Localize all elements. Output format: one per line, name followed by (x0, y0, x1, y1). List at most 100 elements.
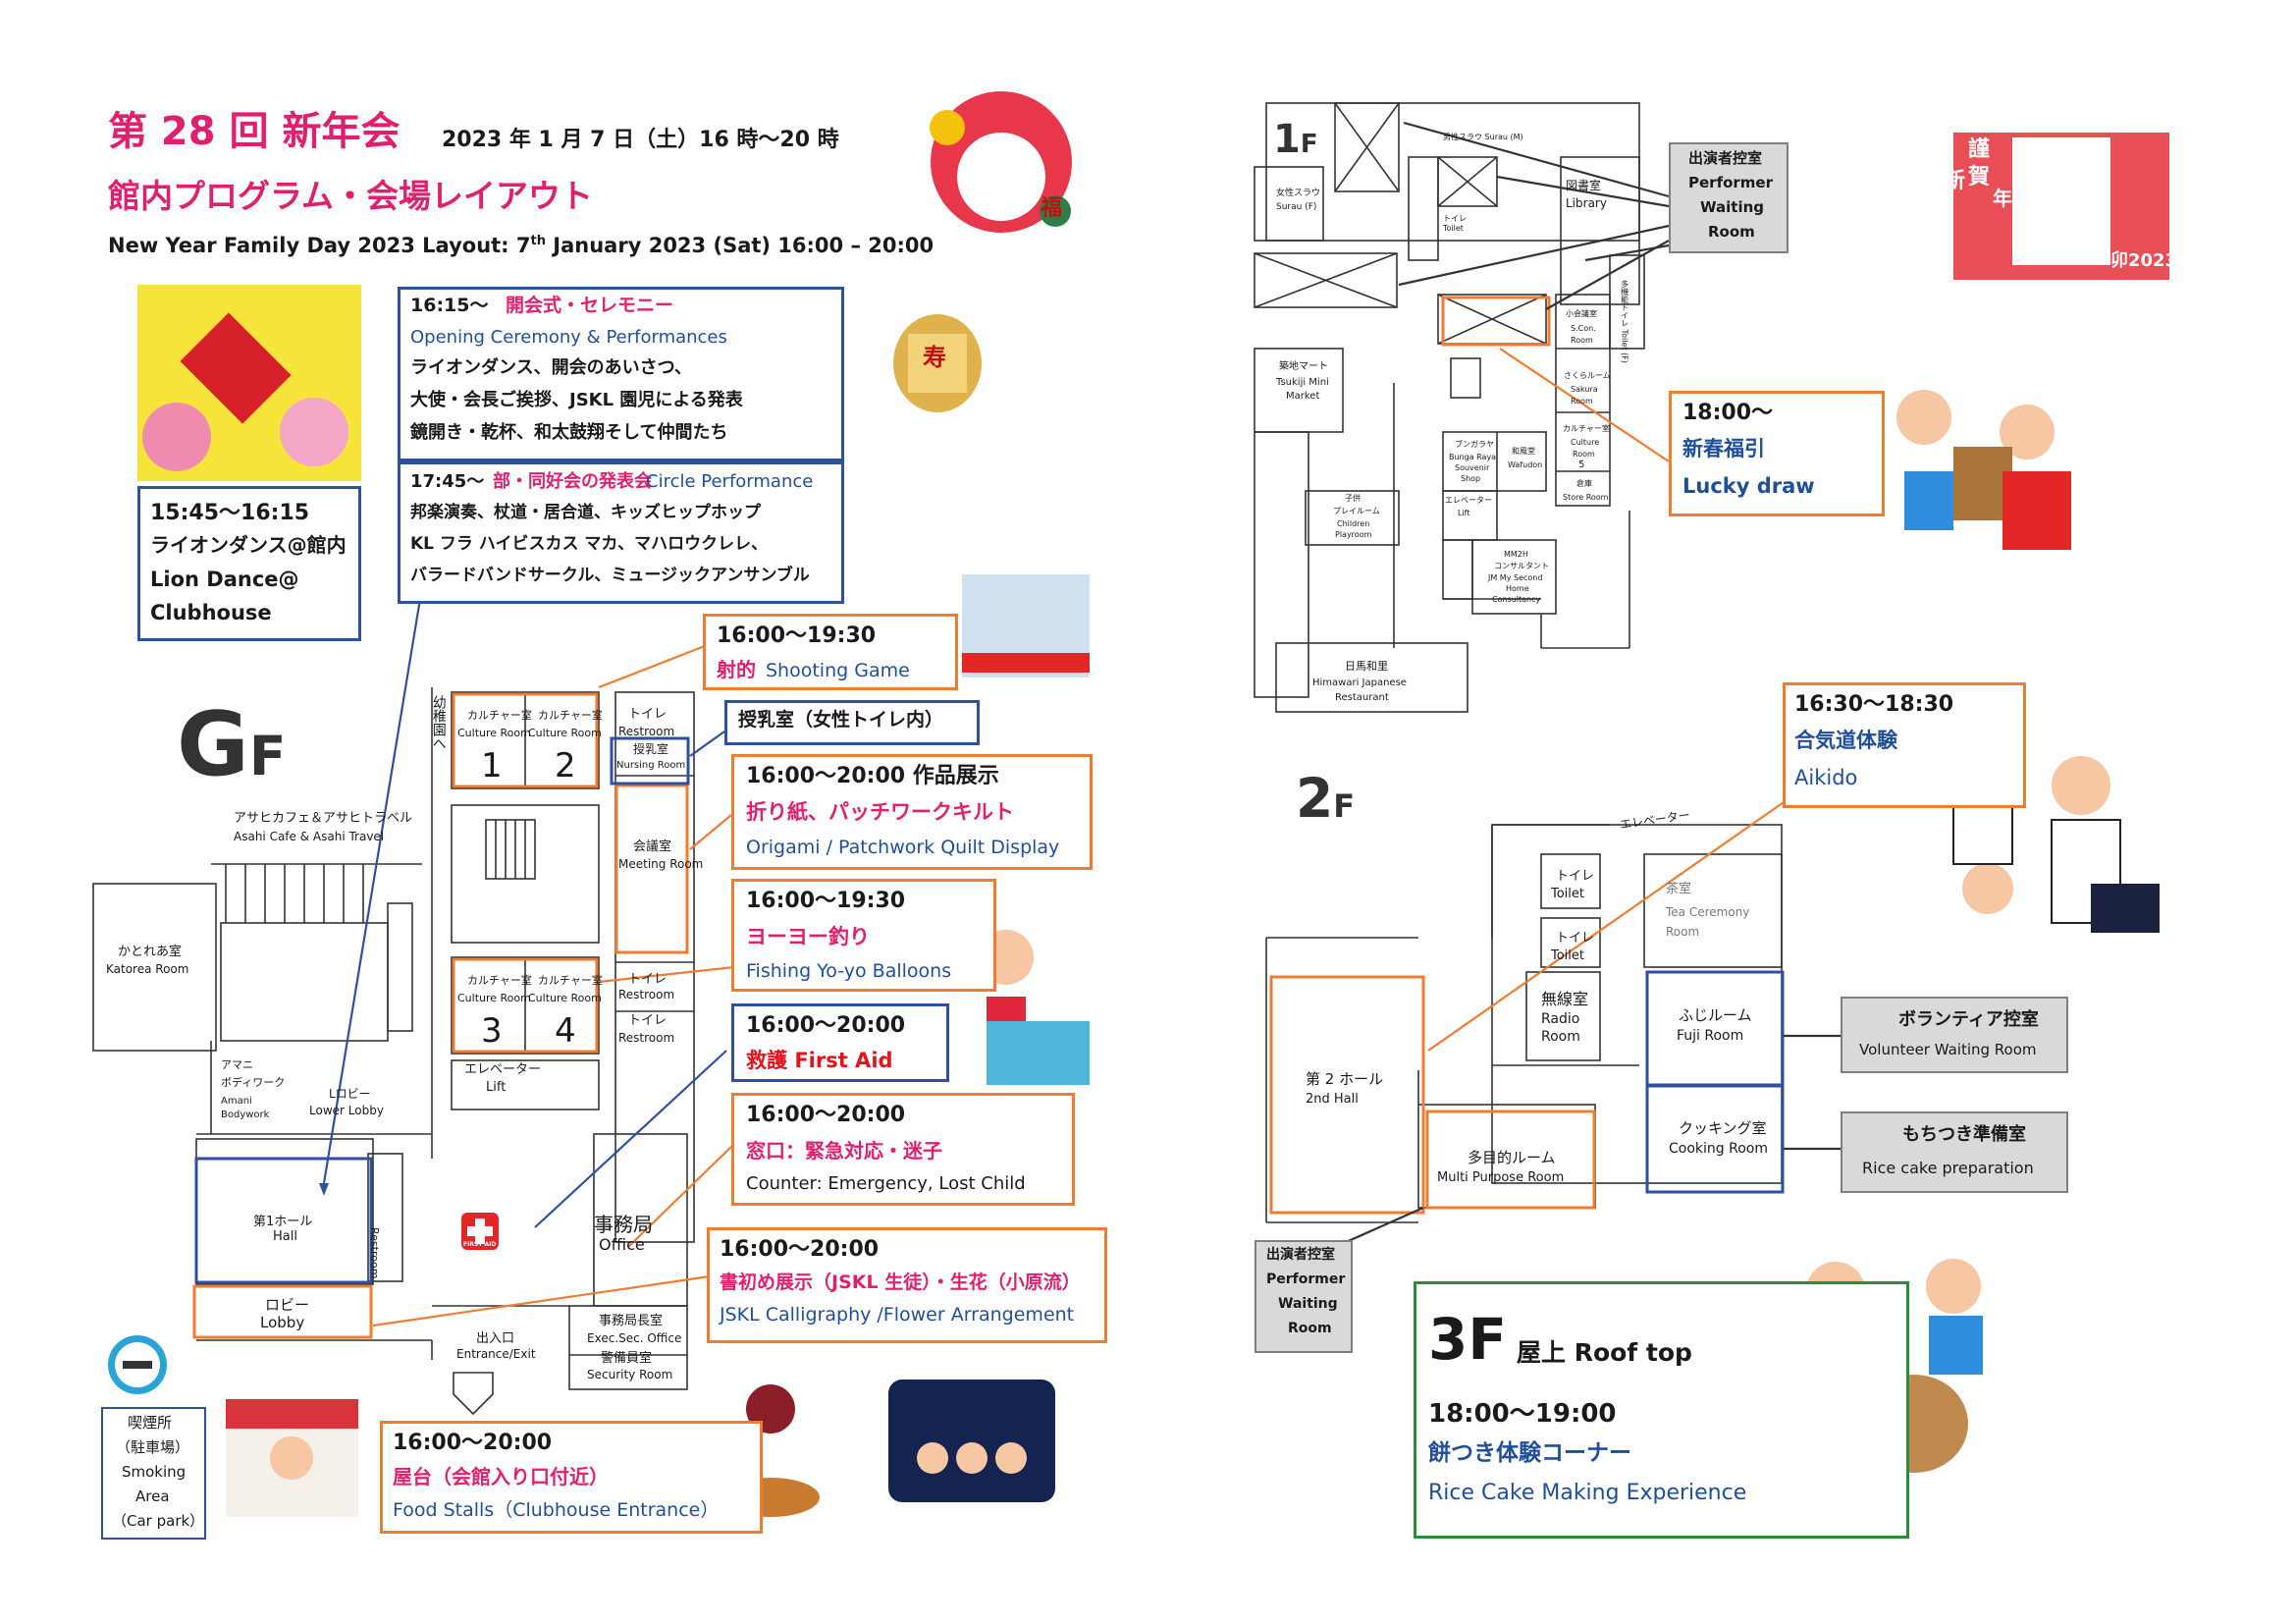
gf-amani-a: アマニ (221, 1058, 253, 1071)
shooting-jp: 射的 (717, 658, 756, 681)
f1-toilet-v: 多機能トイレ Toilet (F) (1620, 280, 1629, 363)
display-time: 16:00～20:00 作品展示 (746, 764, 999, 788)
ceremony-title: 開会式・セレモニー (506, 295, 674, 316)
nursing-box (724, 700, 980, 745)
gf-asahi-a: アサヒカフェ＆アサヒトラベル (234, 811, 413, 826)
performer1-l1: 出演者控室 (1688, 149, 1763, 167)
f2-toilet2-b: Toilet (1551, 948, 1585, 963)
kinga-3: 新 (1944, 169, 1966, 193)
gf-c3a: カルチャー室 (467, 974, 532, 987)
calligraphy-jp: 書初め展示（JSKL 生徒）・生花（小原流） (720, 1272, 1081, 1293)
roof-en: Rice Cake Making Experience (1428, 1481, 1747, 1505)
yoyo-en: Fishing Yo-yo Balloons (746, 960, 952, 982)
gf-label: GF (177, 693, 287, 796)
ceremony-en: Opening Ceremony & Performances (410, 327, 727, 348)
f1-tsukiji-a: 築地マート (1279, 361, 1328, 372)
volunteer-en: Volunteer Waiting Room (1859, 1041, 2037, 1058)
gf-restroom-v: Restroom (368, 1227, 382, 1279)
counter-time: 16:00～20:00 (746, 1103, 906, 1127)
shooting-en: Shooting Game (766, 660, 910, 681)
gf-office-b: Office (599, 1235, 645, 1254)
aikido-en: Aikido (1794, 766, 1858, 789)
lucky-time: 18:00～ (1682, 401, 1774, 425)
performer2-l4: Room (1288, 1321, 1332, 1336)
f1-hima-a: 日馬和里 (1345, 660, 1388, 673)
f1-store-b: Store Room (1563, 493, 1609, 502)
smoking-l1: 喫煙所 (128, 1414, 173, 1432)
lion-en1: Lion Dance@ (150, 568, 299, 591)
gf-hall-b: Hall (273, 1229, 297, 1244)
f2-tea-a: 茶室 (1666, 882, 1692, 896)
event-title: 第 28 回 新年会 (108, 109, 400, 154)
f1-play-a: 子供 (1345, 494, 1361, 503)
aikido-box (1783, 682, 2026, 808)
gf-exec-b: Exec.Sec. Office (587, 1331, 682, 1345)
gf-entrance-a: 出入口 (476, 1331, 515, 1346)
circle-en: Circle Performance (646, 471, 814, 492)
first-aid-icon: FIRST AID (463, 1241, 497, 1248)
roof-time: 18:00～19:00 (1428, 1399, 1617, 1429)
smoking-l4: Area (135, 1488, 170, 1505)
lion-dance-box (137, 486, 361, 641)
gf-c3b: Culture Room (457, 992, 531, 1004)
f1-mm2h-d: Home (1506, 584, 1529, 593)
f1-mm2h-e: Consultancy (1492, 595, 1541, 604)
volunteer-jp: ボランティア控室 (1898, 1009, 2039, 1030)
lucky-box (1669, 391, 1885, 516)
f1-scon-b: S.Con. (1571, 324, 1596, 333)
gf-lift-a: エレベーター (464, 1062, 542, 1077)
f1-scon-a: 小会議室 (1566, 309, 1597, 318)
gf-lobby-b: Lobby (260, 1314, 305, 1331)
english-title: New Year Family Day 2023 Layout: 7th Jan… (108, 234, 934, 257)
food-time: 16:00～20:00 (393, 1431, 553, 1455)
display-box (731, 754, 1093, 870)
food-en: Food Stalls（Clubhouse Entrance） (393, 1499, 720, 1521)
performer1-l2: Performer (1688, 174, 1773, 191)
gf-lobby-a: ロビー (265, 1296, 310, 1314)
gf-c2a: カルチャー室 (538, 709, 603, 722)
ceremony-box (398, 287, 844, 461)
gf-toilet2b: Restroom (618, 988, 675, 1001)
f1-sakura-a: さくらルーム (1564, 371, 1611, 380)
shooting-time: 16:00～19:30 (717, 623, 877, 648)
gf-c2b: Culture Room (528, 727, 602, 739)
display-en: Origami / Patchwork Quilt Display (746, 837, 1060, 858)
smoking-l5: （Car park） (112, 1512, 205, 1530)
gf-meeting-a: 会議室 (633, 839, 672, 854)
gf-toilet3b: Restroom (618, 1031, 675, 1045)
f1-lift-b: Lift (1458, 509, 1470, 517)
f2-cooking-a: クッキング室 (1679, 1119, 1767, 1137)
gf-katorea-a: かとれあ室 (118, 945, 183, 959)
f2-radio-a: 無線室 (1541, 990, 1589, 1008)
f1-bunga-c: Souvenir (1455, 463, 1490, 472)
f1-wafudon-a: 和風堂 (1512, 447, 1535, 456)
yoyo-time: 16:00～19:30 (746, 889, 906, 913)
f1-surau-f-a: 女性スラウ (1276, 189, 1321, 198)
f2-hall2-a: 第 2 ホール (1306, 1070, 1384, 1088)
gf-n1: 1 (481, 746, 503, 785)
gf-meeting-b: Meeting Room (618, 857, 704, 871)
smoking-box (101, 1407, 206, 1540)
f2-toilet1-b: Toilet (1551, 887, 1585, 901)
counter-box (731, 1093, 1075, 1206)
firstaid-time: 16:00～20:00 (746, 1013, 906, 1038)
ricecake-prep-box (1841, 1111, 2068, 1193)
gf-lift-b: Lift (486, 1080, 507, 1095)
fuku-label: 福 (1041, 196, 1063, 221)
performer-box-2f (1255, 1240, 1353, 1353)
gf-n3: 3 (481, 1011, 503, 1051)
f1-hima-c: Restaurant (1335, 692, 1389, 703)
gf-c4a: カルチャー室 (538, 974, 603, 987)
f3-label: 3F (1428, 1306, 1507, 1373)
f1-library-a: 図書室 (1566, 179, 1602, 192)
ceremony-line3: 鏡開き・乾杯、和太鼓翔そして仲間たち (410, 422, 728, 443)
performer2-l1: 出演者控室 (1266, 1247, 1335, 1263)
yoyo-jp: ヨーヨー釣り (746, 925, 870, 948)
firstaid-label: 救護 First Aid (746, 1049, 893, 1072)
year-label: 卯2023 (2110, 250, 2178, 271)
f1-surau-m: 男性スラウ Surau (M) (1443, 133, 1523, 141)
f1-bunga-b: Bunga Raya (1449, 453, 1497, 461)
volunteer-box (1841, 997, 2068, 1073)
lion-jp: ライオンダンス@館内 (150, 533, 347, 557)
gf-entrance-b: Entrance/Exit (456, 1347, 536, 1361)
